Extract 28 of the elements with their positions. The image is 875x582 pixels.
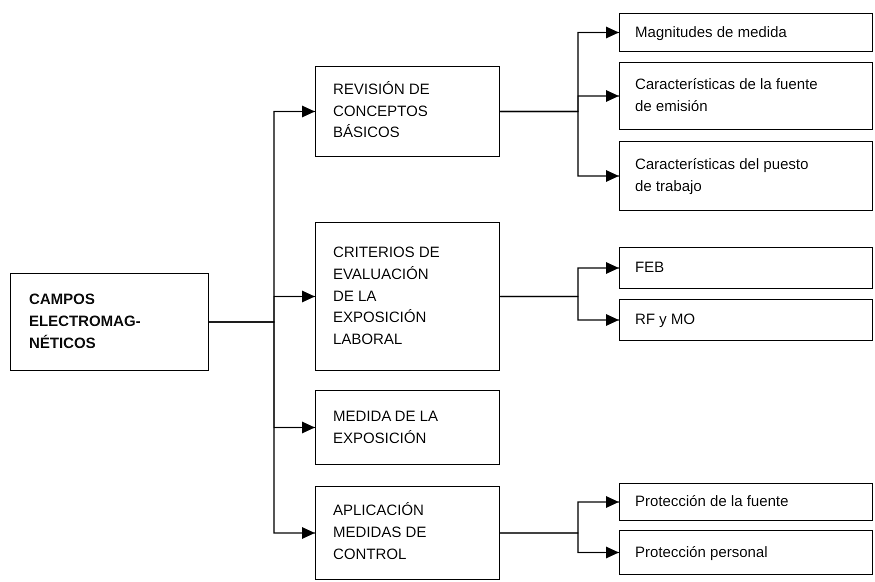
connector-arrow — [500, 296, 619, 326]
process-box — [619, 530, 873, 575]
box-label: Protección personal — [635, 542, 769, 563]
process-box — [10, 273, 209, 371]
process-box — [619, 62, 873, 130]
process-box — [619, 141, 873, 211]
process-box — [315, 222, 500, 371]
connector-arrow — [209, 321, 315, 539]
box-label: CAMPOS ELECTROMAG- NÉTICOS — [29, 290, 142, 354]
process-box — [315, 486, 500, 580]
process-box — [315, 66, 500, 157]
process-box — [619, 247, 873, 289]
process-box — [619, 299, 873, 341]
box-label: Magnitudes de medida — [635, 22, 788, 43]
box-label: FEB — [635, 258, 666, 278]
process-box — [619, 13, 873, 52]
box-label: REVISIÓN DE CONCEPTOS BÁSICOS — [333, 80, 431, 144]
box-label: CRITERIOS DE EVALUACIÓN DE LA EXPOSICIÓN LABORAL — [333, 243, 441, 350]
process-box — [315, 390, 500, 465]
box-label: Protección de la fuente — [635, 492, 790, 512]
box-label: RF y MO — [635, 310, 696, 330]
connector-arrow — [500, 110, 619, 182]
box-label: APLICACIÓN MEDIDAS DE CONTROL — [333, 501, 428, 565]
connector-arrow — [500, 532, 619, 558]
box-label: Características de la fuente de emisión — [635, 75, 819, 117]
process-box — [619, 483, 873, 521]
box-label: Características del puesto de trabajo — [635, 155, 810, 197]
box-label: MEDIDA DE LA EXPOSICIÓN — [333, 406, 439, 448]
